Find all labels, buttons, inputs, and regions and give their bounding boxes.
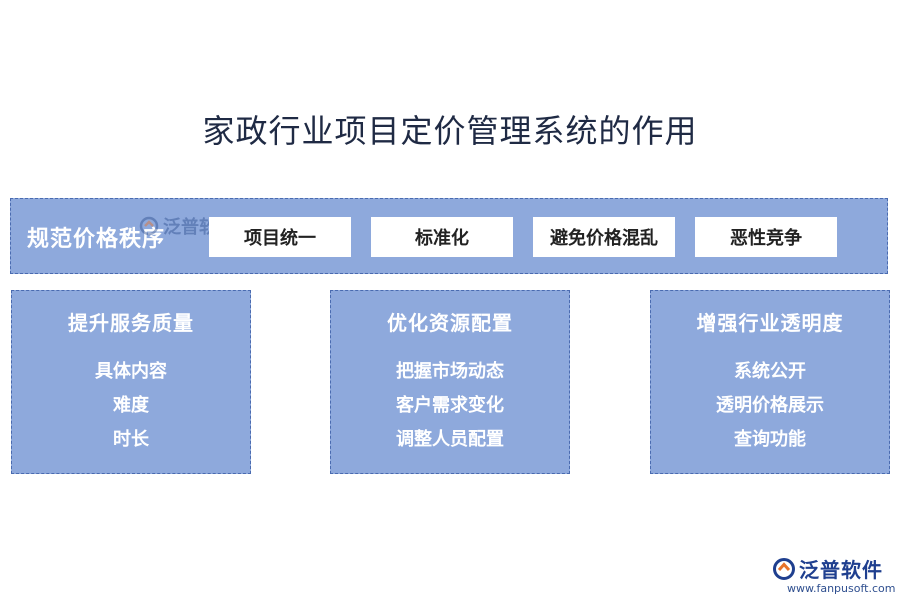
card-item: 具体内容 [95,361,167,382]
card-item: 系统公开 [734,361,806,382]
card-item: 把握市场动态 [396,361,504,382]
card-item: 查询功能 [734,429,806,450]
top-item-unified: 项目统一 [209,217,351,257]
top-section-band: 规范价格秩序 泛普软件 项目统一 标准化 避免价格混乱 恶性竞争 [10,198,888,274]
card-item: 客户需求变化 [396,395,504,416]
card-item: 调整人员配置 [396,429,504,450]
top-item-vicious-competition: 恶性竞争 [695,217,837,257]
brand-logo-icon [773,557,795,580]
top-item-standardized: 标准化 [371,217,513,257]
card-item: 难度 [113,395,149,416]
card-item: 时长 [113,429,149,450]
card-transparency: 增强行业透明度 系统公开 透明价格展示 查询功能 [650,290,890,474]
card-title: 增强行业透明度 [696,311,844,335]
card-resource-allocation: 优化资源配置 把握市场动态 客户需求变化 调整人员配置 [330,290,570,474]
card-title: 提升服务质量 [68,311,194,335]
diagram-title: 家政行业项目定价管理系统的作用 [202,112,698,150]
card-title: 优化资源配置 [387,311,513,335]
brand-name: 泛普软件 [799,558,883,582]
brand-watermark: 泛普软件 [772,554,883,583]
brand-url: www.fanpusoft.com [787,582,896,595]
top-item-avoid-chaos: 避免价格混乱 [533,217,675,257]
card-item: 透明价格展示 [716,395,824,416]
card-service-quality: 提升服务质量 具体内容 难度 时长 [11,290,251,474]
top-section-heading: 规范价格秩序 [27,226,166,252]
